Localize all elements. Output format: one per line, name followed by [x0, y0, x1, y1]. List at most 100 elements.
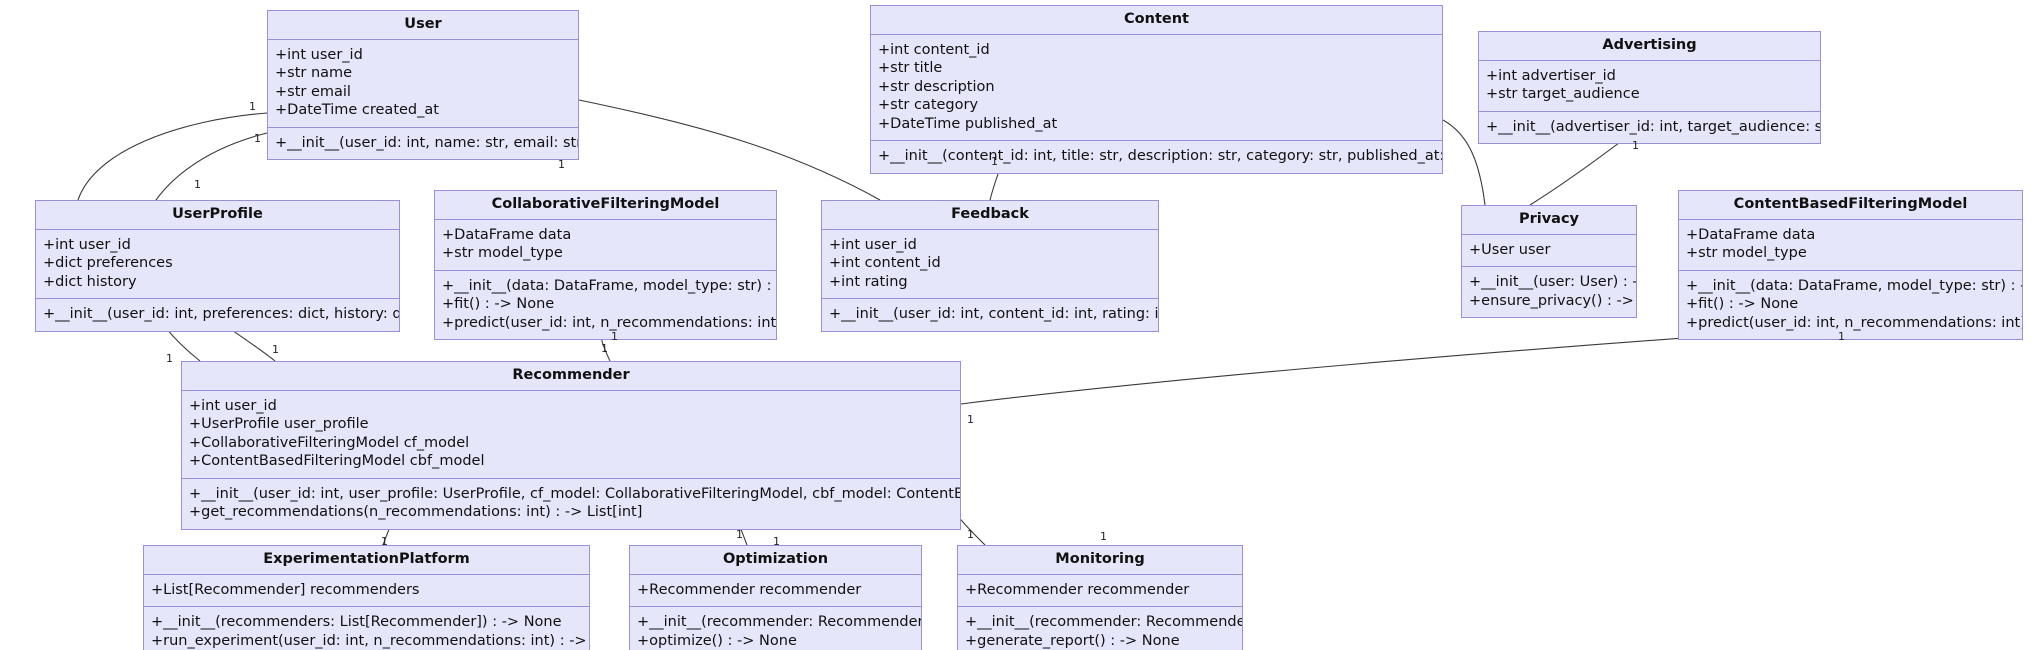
- uml-class-privacy[interactable]: Privacy +User user +__init__(user: User) :…: [1461, 205, 1637, 318]
- uml-class-userprofile[interactable]: UserProfile +int user_id +dict preferences…: [35, 200, 400, 332]
- class-methods-cfmodel: +__init__(data: DataFrame, model_type: s…: [435, 271, 776, 340]
- method-row: +__init__(recommender: Recommender) : ->…: [965, 614, 1242, 630]
- method-row: +__init__(user_id: int, content_id: int,…: [829, 306, 1158, 322]
- class-title-userprofile: UserProfile: [36, 201, 399, 230]
- attribute-row: +DataFrame data: [1686, 226, 1816, 243]
- class-methods-cbfmodel: +__init__(data: DataFrame, model_type: s…: [1679, 271, 2022, 340]
- attribute-row: +str name: [275, 65, 353, 81]
- method-row: +fit() : -> None: [1686, 296, 1799, 312]
- uml-class-advertising[interactable]: Advertising +int advertiser_id +str target…: [1478, 31, 1821, 144]
- attribute-row: +int advertiser_id: [1486, 67, 1616, 84]
- edge-user-userprofile: [77, 112, 268, 201]
- multiplicity-label: 1: [166, 352, 173, 365]
- multiplicity-label: 1: [249, 100, 256, 113]
- class-attributes-userprofile: +int user_id +dict preferences +dict histo…: [36, 230, 399, 299]
- uml-class-user[interactable]: User+int user_id+str name+str email+Date…: [267, 10, 579, 160]
- uml-class-cbfmodel[interactable]: ContentBasedFilteringModel +DataFrame dat…: [1678, 190, 2023, 340]
- class-methods-content: +__init__(content_id: int, title: str, d…: [871, 141, 1442, 173]
- attribute-row: +DateTime published_at: [878, 115, 1058, 132]
- multiplicity-label: 1: [1632, 139, 1639, 152]
- attribute-row: +int rating: [829, 273, 908, 290]
- multiplicity-label: 1: [736, 528, 743, 541]
- class-methods-user: +__init__(user_id: int, name: str, email…: [268, 128, 578, 160]
- uml-class-recommender[interactable]: Recommender +int user_id +UserProfile user…: [181, 361, 961, 530]
- attribute-row: +int user_id: [829, 236, 917, 253]
- attribute-row: +str model_type: [442, 245, 563, 261]
- uml-class-monitoring[interactable]: Monitoring+Recommender recommender +__ini…: [957, 545, 1243, 650]
- multiplicity-label: 1: [773, 535, 780, 548]
- class-methods-optimization: +__init__(recommender: Recommender) : ->…: [630, 607, 921, 650]
- class-title-privacy: Privacy: [1462, 206, 1636, 235]
- class-attributes-user: +int user_id+str name+str email+DateTime…: [268, 40, 578, 128]
- class-title-monitoring: Monitoring: [958, 546, 1242, 575]
- attribute-row: +Recommender recommender: [637, 581, 862, 598]
- attribute-row: +str title: [878, 60, 943, 76]
- method-row: +__init__(content_id: int, title: str, d…: [878, 148, 1442, 164]
- class-attributes-content: +int content_id+str title+str descriptio…: [871, 35, 1442, 141]
- class-methods-experimentation: +__init__(recommenders: List[Recommender…: [144, 607, 589, 650]
- method-row: +get_recommendations(n_recommendations: …: [189, 504, 643, 520]
- uml-class-feedback[interactable]: Feedback+int user_id+int content_id+int …: [821, 200, 1159, 332]
- attribute-row: +DataFrame data: [442, 226, 572, 243]
- method-row: +__init__(user_id: int, preferences: dic…: [43, 306, 399, 322]
- multiplicity-label: 1: [991, 155, 998, 168]
- class-methods-monitoring: +__init__(recommender: Recommender) : ->…: [958, 607, 1242, 650]
- uml-class-experimentation[interactable]: ExperimentationPlatform+List[Recommender…: [143, 545, 590, 650]
- attribute-row: +int content_id: [829, 255, 941, 271]
- class-attributes-optimization: +Recommender recommender: [630, 575, 921, 607]
- method-row: +run_experiment(user_id: int, n_recommen…: [151, 632, 589, 649]
- edge-user-feedback: [578, 99, 881, 201]
- attribute-row: +str model_type: [1686, 245, 1807, 261]
- class-title-feedback: Feedback: [822, 201, 1158, 230]
- class-title-cfmodel: CollaborativeFilteringModel: [435, 191, 776, 220]
- attribute-row: +User user: [1469, 241, 1551, 258]
- class-attributes-feedback: +int user_id +int content_id +int rating: [822, 230, 1158, 299]
- class-title-content: Content: [871, 6, 1442, 35]
- multiplicity-label: 1: [254, 132, 261, 145]
- method-row: +__init__(recommender: Recommender) : ->…: [637, 614, 921, 630]
- attribute-row: +UserProfile user_profile: [189, 416, 369, 432]
- class-attributes-recommender: +int user_id +UserProfile user_profile +Co…: [182, 391, 960, 479]
- method-row: +predict(user_id: int, n_recommendations…: [442, 314, 776, 331]
- method-row: +predict(user_id: int, n_recommendations…: [1686, 314, 2022, 331]
- attribute-row: +dict history: [43, 273, 137, 290]
- method-row: +generate_report() : -> None: [965, 632, 1180, 649]
- method-row: +__init__(advertiser_id: int, target_aud…: [1486, 118, 1820, 135]
- class-methods-recommender: +__init__(user_id: int, user_profile: Us…: [182, 479, 960, 529]
- uml-class-cfmodel[interactable]: CollaborativeFilteringModel+DataFrame da…: [434, 190, 777, 340]
- attribute-row: +int user_id: [189, 397, 277, 414]
- class-methods-privacy: +__init__(user: User) : -> None+ensure_p…: [1462, 267, 1636, 317]
- method-row: +__init__(data: DataFrame, model_type: s…: [1686, 277, 2022, 294]
- multiplicity-label: 1: [601, 342, 608, 355]
- multiplicity-label: 1: [1838, 330, 1845, 343]
- class-attributes-monitoring: +Recommender recommender: [958, 575, 1242, 607]
- multiplicity-label: 1: [194, 178, 201, 191]
- class-title-optimization: Optimization: [630, 546, 921, 575]
- class-methods-userprofile: +__init__(user_id: int, preferences: dic…: [36, 299, 399, 331]
- class-attributes-experimentation: +List[Recommender] recommenders: [144, 575, 589, 607]
- method-row: +__init__(user_id: int, name: str, email…: [275, 134, 578, 151]
- uml-class-optimization[interactable]: Optimization +Recommender recommender +__i…: [629, 545, 922, 650]
- attribute-row: +int user_id: [43, 236, 131, 253]
- method-row: +ensure_privacy() : -> None: [1469, 292, 1636, 309]
- attribute-row: +dict preferences: [43, 255, 173, 271]
- attribute-row: +CollaborativeFilteringModel cf_model: [189, 434, 470, 451]
- attribute-row: +List[Recommender] recommenders: [151, 581, 420, 598]
- attribute-row: +str target_audience: [1486, 86, 1640, 102]
- method-row: +fit() : -> None: [442, 296, 555, 312]
- multiplicity-label: 1: [381, 535, 388, 548]
- attribute-row: +int user_id: [275, 46, 363, 63]
- attribute-row: +DateTime created_at: [275, 102, 439, 118]
- class-title-cbfmodel: ContentBasedFilteringModel: [1679, 191, 2022, 220]
- multiplicity-label: 1: [967, 528, 974, 541]
- method-row: +__init__(recommenders: List[Recommender…: [151, 614, 562, 630]
- multiplicity-label: 1: [967, 413, 974, 426]
- uml-class-content[interactable]: Content+int content_id+str title+str des…: [870, 5, 1443, 174]
- class-title-recommender: Recommender: [182, 362, 960, 391]
- attribute-row: +ContentBasedFilteringModel cbf_model: [189, 453, 485, 469]
- multiplicity-label: 1: [272, 343, 279, 356]
- class-attributes-cfmodel: +DataFrame data +str model_type: [435, 220, 776, 271]
- attribute-row: +int content_id: [878, 41, 990, 58]
- class-title-advertising: Advertising: [1479, 32, 1820, 61]
